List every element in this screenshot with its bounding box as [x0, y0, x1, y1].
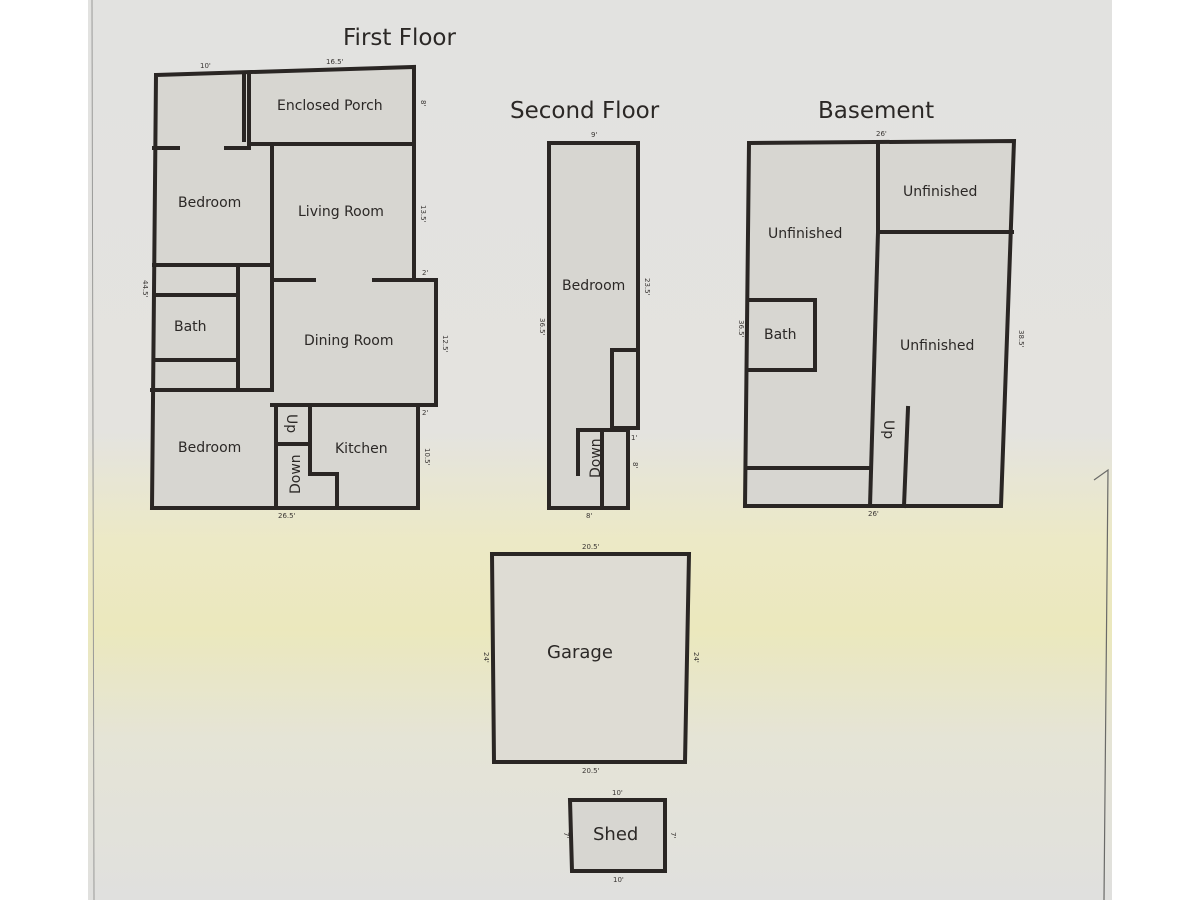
- dimension-label: 10': [200, 62, 211, 70]
- room-label-bedroom: Bedroom: [562, 278, 625, 294]
- stairs-up-label: Up: [880, 420, 896, 439]
- room-label-bedroom: Bedroom: [178, 440, 241, 456]
- dimension-label: 38.5': [1017, 330, 1025, 348]
- dimension-label: 36.5': [737, 320, 745, 338]
- dimension-label: 24': [692, 652, 700, 663]
- dimension-label: 9': [591, 131, 597, 139]
- dimension-label: 44.5': [141, 280, 149, 298]
- dimension-label: 20.5': [582, 543, 600, 551]
- first-floor-outline: [149, 64, 438, 510]
- dimension-label: 26.5': [278, 512, 296, 520]
- porch-wall: [247, 71, 416, 146]
- stairs-down-label: Down: [588, 438, 604, 478]
- basement-plan: Unfinished Unfinished Unfinished Bath Up…: [737, 130, 1025, 518]
- dimension-label: 26': [876, 130, 887, 138]
- garage-label: Garage: [547, 642, 613, 663]
- bath-wall: [746, 298, 817, 372]
- dimension-label: 24': [482, 652, 490, 663]
- dimension-label: 12.5': [441, 335, 449, 353]
- dimension-label: 2': [422, 409, 428, 417]
- second-floor-plan: Bedroom Down 9' 36.5' 23.5' 1' 8' 8': [538, 131, 651, 520]
- first-floor-plan: Enclosed Porch Bedroom Living Room Bath …: [141, 58, 449, 520]
- garage-plan: Garage 20.5' 24' 24' 20.5': [482, 543, 700, 775]
- stairs-wall: [308, 403, 339, 510]
- room-label-living-room: Living Room: [298, 204, 384, 220]
- dimension-label: 8': [419, 100, 427, 106]
- dimension-label: 7': [562, 832, 570, 838]
- room-label-enclosed-porch: Enclosed Porch: [277, 98, 383, 114]
- stairs-wall: [576, 428, 630, 476]
- paper-edge: [1093, 468, 1109, 900]
- paper-sheet: First Floor Second Floor Basement: [88, 0, 1112, 900]
- dimension-label: 2': [422, 269, 428, 277]
- room-label-bath: Bath: [764, 327, 797, 343]
- room-label-unfinished: Unfinished: [903, 184, 977, 200]
- shed-outline: [567, 798, 667, 873]
- room-label-unfinished: Unfinished: [900, 338, 974, 354]
- stairs-down-label: Down: [288, 454, 304, 494]
- room-label-bedroom: Bedroom: [178, 195, 241, 211]
- shed-plan: Shed 10' 7' 7' 10': [562, 789, 677, 884]
- floor-plan-drawing: First Floor Second Floor Basement: [91, 0, 1109, 900]
- second-floor-title: Second Floor: [510, 98, 660, 124]
- room-label-kitchen: Kitchen: [335, 441, 388, 457]
- room-label-bath: Bath: [174, 319, 207, 335]
- basement-title: Basement: [818, 98, 934, 124]
- shed-label: Shed: [593, 824, 638, 845]
- garage-outline: [489, 552, 692, 764]
- dimension-label: 26': [868, 510, 879, 518]
- dimension-label: 10.5': [423, 448, 431, 466]
- room-label-unfinished: Unfinished: [768, 226, 842, 242]
- dimension-label: 10': [613, 876, 624, 884]
- dimension-label: 13.5': [419, 205, 427, 223]
- stairs-wall: [901, 405, 911, 509]
- dimension-label: 8': [631, 462, 639, 468]
- room-label-dining-room: Dining Room: [304, 333, 394, 349]
- dimension-label: 20.5': [582, 767, 600, 775]
- stairs-up-label: Up: [283, 414, 299, 433]
- dimension-label: 23.5': [643, 278, 651, 296]
- dimension-label: 7': [669, 832, 677, 838]
- dimension-label: 36.5': [538, 318, 546, 336]
- dimension-label: 1': [631, 434, 637, 442]
- dimension-label: 16.5': [326, 58, 344, 66]
- wall: [867, 229, 881, 509]
- dimension-label: 10': [612, 789, 623, 797]
- first-floor-title: First Floor: [343, 25, 456, 51]
- dimension-label: 8': [586, 512, 592, 520]
